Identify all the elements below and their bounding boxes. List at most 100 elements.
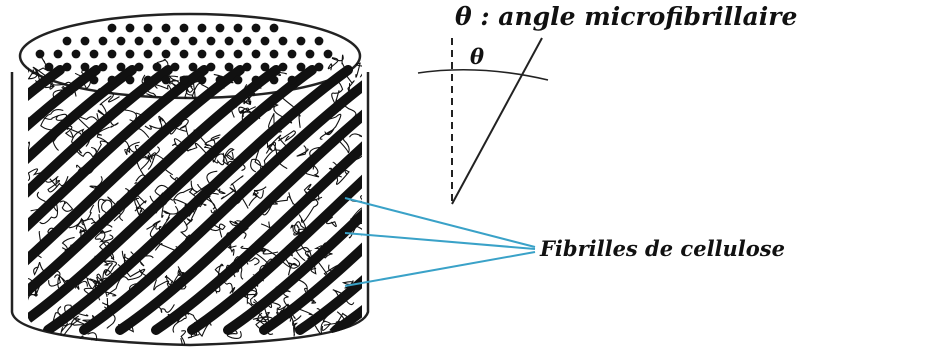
fibril-end-dot bbox=[161, 49, 171, 59]
fibril-end-dot bbox=[89, 49, 99, 59]
fibril-end-dot bbox=[161, 75, 171, 85]
fibril-end-dot bbox=[134, 36, 144, 46]
fibril-end-dot bbox=[215, 75, 225, 85]
fibril-end-dot bbox=[107, 23, 117, 33]
leader-line-upper bbox=[344, 197, 536, 248]
fibril-end-dot bbox=[116, 62, 126, 72]
fibril-end-dot bbox=[233, 23, 243, 33]
fibril-end-dot bbox=[143, 49, 153, 59]
fibril-end-dot bbox=[197, 23, 207, 33]
fibril-end-dot bbox=[62, 62, 72, 72]
fibril-end-dot bbox=[251, 49, 261, 59]
theta-symbol: θ bbox=[470, 44, 485, 69]
helical-band bbox=[295, 65, 362, 335]
helical-band bbox=[223, 65, 362, 335]
helical-band bbox=[259, 65, 362, 335]
fibril-end-dot bbox=[269, 49, 279, 59]
fibril-end-dot bbox=[296, 62, 306, 72]
fibril-end-dot bbox=[296, 36, 306, 46]
fibril-end-dot bbox=[80, 36, 90, 46]
microfibril-direction-line bbox=[451, 37, 543, 205]
angle-arc bbox=[417, 68, 549, 81]
fibril-end-dot bbox=[269, 23, 279, 33]
fibril-end-dot bbox=[125, 75, 135, 85]
fibril-end-dot bbox=[314, 36, 324, 46]
fibril-end-dot bbox=[215, 23, 225, 33]
helical-band bbox=[187, 65, 362, 335]
fibril-end-dot bbox=[224, 36, 234, 46]
fibril-end-dot bbox=[206, 62, 216, 72]
fibril-end-dot bbox=[206, 36, 216, 46]
fibril-end-dot bbox=[251, 75, 261, 85]
leader-line-middle bbox=[344, 232, 536, 250]
fibril-end-dot bbox=[278, 62, 288, 72]
fibril-end-dot bbox=[224, 62, 234, 72]
fibril-end-dot bbox=[287, 75, 297, 85]
fibril-end-dot bbox=[62, 36, 72, 46]
fibril-end-dot bbox=[179, 49, 189, 59]
helical-band bbox=[28, 65, 101, 335]
fibril-end-dot bbox=[143, 75, 153, 85]
helical-band bbox=[331, 65, 362, 335]
helical-band bbox=[28, 65, 173, 335]
fibril-end-dot bbox=[143, 23, 153, 33]
fibril-end-dot bbox=[170, 36, 180, 46]
fibril-end-dot bbox=[233, 75, 243, 85]
fibril-end-dot bbox=[53, 49, 63, 59]
fibrils-caption: Fibrilles de cellulose bbox=[540, 236, 785, 261]
fibril-end-dot bbox=[260, 36, 270, 46]
helical-band bbox=[372, 70, 672, 330]
helical-fibril-bands bbox=[28, 65, 672, 335]
helical-band bbox=[28, 65, 209, 335]
fibril-end-dot bbox=[242, 62, 252, 72]
fibril-end-dot bbox=[323, 49, 333, 59]
fibril-end-dot bbox=[314, 62, 324, 72]
fibril-end-dot bbox=[35, 49, 45, 59]
fibril-end-dot bbox=[134, 62, 144, 72]
fibril-end-dot bbox=[107, 75, 117, 85]
fibril-end-dot bbox=[98, 36, 108, 46]
fibril-end-dot bbox=[71, 49, 81, 59]
fibril-end-dot bbox=[278, 36, 288, 46]
fibril-end-dot bbox=[116, 36, 126, 46]
fibril-end-dot bbox=[215, 49, 225, 59]
angle-indicator bbox=[417, 37, 549, 206]
helical-band bbox=[79, 65, 362, 335]
fibril-end-dot bbox=[125, 23, 135, 33]
helical-band bbox=[115, 65, 362, 335]
fibril-end-dot bbox=[188, 36, 198, 46]
fibril-end-dot bbox=[161, 23, 171, 33]
fibril-end-dot bbox=[107, 49, 117, 59]
angle-caption: θ : angle microfibrillaire bbox=[455, 2, 798, 31]
fibril-end-dot bbox=[152, 62, 162, 72]
fibril-leader-lines bbox=[344, 197, 536, 287]
helical-band bbox=[28, 65, 317, 335]
fibril-end-dot bbox=[188, 62, 198, 72]
leader-line-lower bbox=[344, 251, 536, 287]
fibril-end-dot bbox=[197, 49, 207, 59]
fibril-end-dot bbox=[260, 62, 270, 72]
fibril-end-dot bbox=[44, 62, 54, 72]
fibril-cross-section-dots bbox=[35, 23, 333, 85]
helical-band bbox=[28, 65, 137, 335]
helical-band bbox=[28, 65, 281, 335]
fibril-end-dot bbox=[152, 36, 162, 46]
fibril-end-dot bbox=[287, 49, 297, 59]
fibril-end-dot bbox=[269, 75, 279, 85]
fibril-end-dot bbox=[179, 75, 189, 85]
fibril-end-dot bbox=[98, 62, 108, 72]
fibril-end-dot bbox=[242, 36, 252, 46]
fibril-end-dot bbox=[89, 75, 99, 85]
fibril-end-dot bbox=[233, 49, 243, 59]
fibril-end-dot bbox=[179, 23, 189, 33]
fibril-end-dot bbox=[170, 62, 180, 72]
fibril-end-dot bbox=[197, 75, 207, 85]
helical-band bbox=[28, 65, 245, 335]
helical-band bbox=[43, 65, 353, 335]
fibril-end-dot bbox=[305, 49, 315, 59]
fibril-end-dot bbox=[125, 49, 135, 59]
helical-band bbox=[151, 65, 362, 335]
fibril-end-dot bbox=[251, 23, 261, 33]
